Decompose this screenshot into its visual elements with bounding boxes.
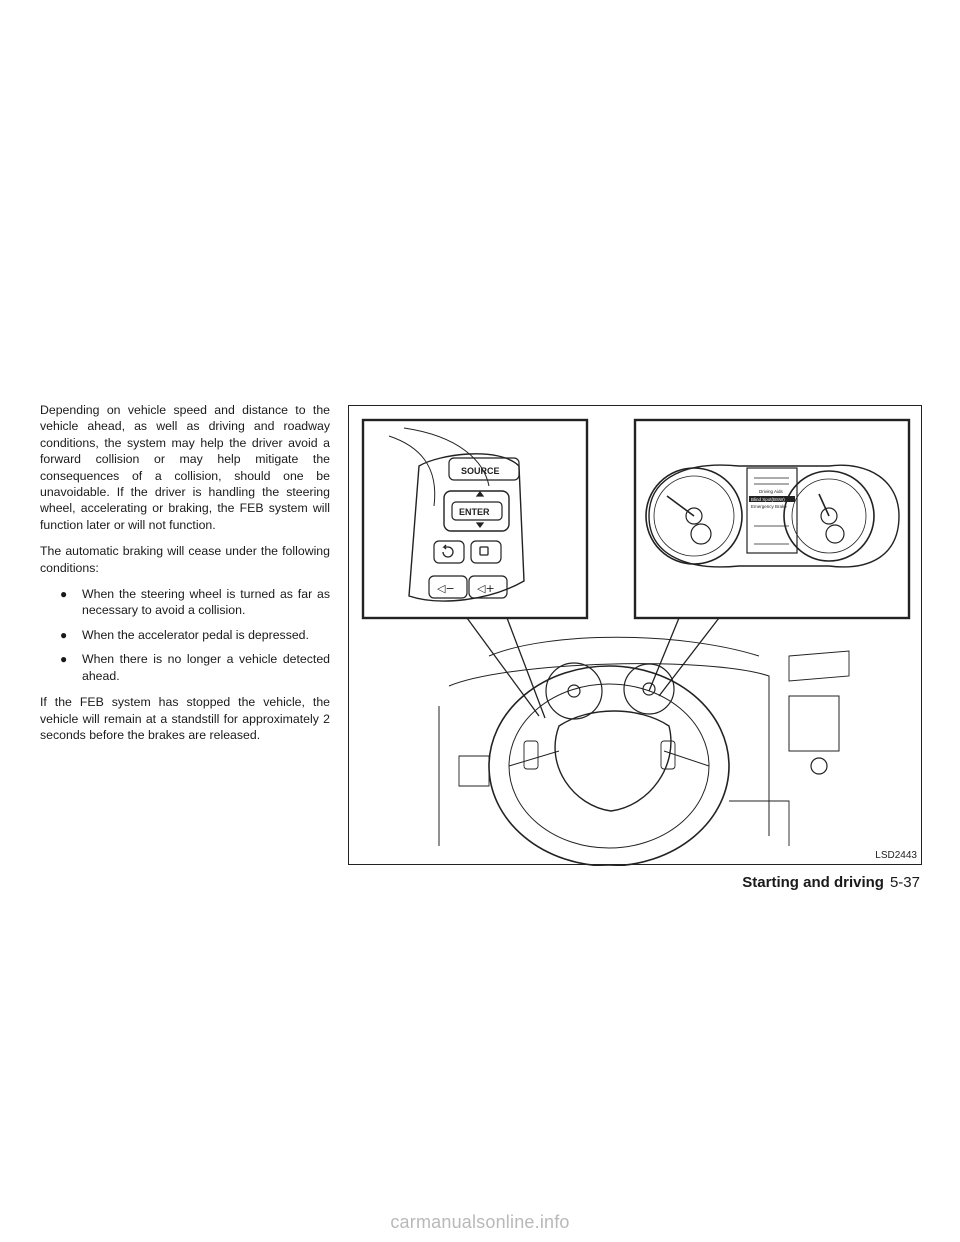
phone-button [470, 540, 502, 564]
paragraph-intro: Depending on vehicle speed and distance … [40, 403, 330, 532]
page-number: 5-37 [889, 874, 920, 891]
figure-code: LSD2443 [875, 850, 917, 861]
volume-up-button [468, 575, 508, 599]
list-item: ●When the steering wheel is turned as fa… [60, 587, 330, 618]
bullet-icon: ● [60, 652, 68, 667]
source-button [448, 457, 520, 481]
back-icon [442, 544, 454, 558]
info-display [746, 467, 798, 554]
volume-up-icon: ◁+ [477, 582, 495, 595]
enter-label: ENTER [459, 507, 490, 517]
callout-right [648, 617, 720, 697]
list-item: ●When there is no longer a vehicle detec… [60, 652, 330, 683]
phone-icon [479, 546, 489, 556]
page-footer: Starting and driving 5-37 [742, 874, 920, 891]
dashboard-illustration: SOURCE ENTER ◁− ◁+ Driving Aids Blind Sp… [348, 405, 922, 866]
callout-left [466, 617, 546, 719]
steering-hub [554, 710, 672, 812]
bullet-icon: ● [60, 627, 68, 642]
meter-inset [633, 418, 911, 620]
up-arrow-icon [475, 491, 485, 497]
volume-down-button [428, 575, 468, 599]
display-emergency-brake: Emergency Brake [751, 504, 787, 509]
enter-button [451, 501, 503, 521]
enter-button-frame [443, 490, 510, 532]
dashboard-drawing: SOURCE ENTER ◁− ◁+ Driving Aids Blind Sp… [361, 418, 911, 866]
back-button [433, 540, 465, 564]
conditions-list: ●When the steering wheel is turned as fa… [40, 586, 330, 684]
down-arrow-icon [475, 522, 485, 528]
tachometer [783, 470, 875, 562]
lower-speedometer [545, 662, 603, 720]
watermark: carmanualsonline.info [390, 1212, 570, 1232]
speedometer [645, 467, 743, 565]
steering-switch-inset [361, 418, 589, 620]
source-label: SOURCE [461, 466, 500, 476]
bullet-icon: ● [60, 587, 68, 602]
display-driving-aids: Driving Aids [759, 489, 784, 494]
section-title: Starting and driving [742, 874, 884, 891]
volume-down-icon: ◁− [437, 582, 455, 595]
lower-tachometer [623, 663, 675, 715]
paragraph-conditions: The automatic braking will cease under t… [40, 544, 330, 575]
body-text-column: Depending on vehicle speed and distance … [40, 402, 330, 753]
paragraph-standstill: If the FEB system has stopped the vehicl… [40, 695, 330, 742]
list-item: ●When the accelerator pedal is depressed… [60, 627, 309, 642]
display-blind-spot: Blind Spot(BSW) [751, 497, 785, 502]
